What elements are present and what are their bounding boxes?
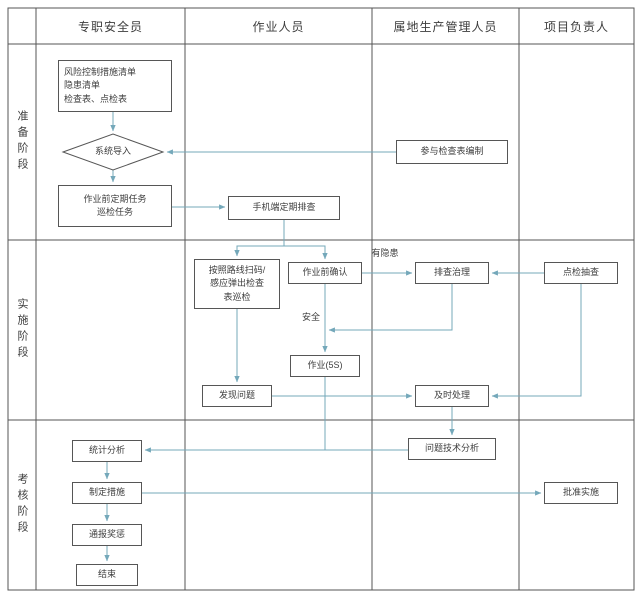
node-pre-task: 作业前定期任务 巡检任务 (58, 185, 172, 227)
phase-label-implementation: 实施阶段 (16, 298, 28, 362)
node-find-problem: 发现问题 (202, 385, 272, 407)
node-spot-check: 点检抽查 (544, 262, 618, 284)
node-system-import: 系统导入 (94, 146, 131, 157)
node-mobile-check: 手机端定期排查 (228, 196, 340, 220)
lane-header-operators: 作业人员 (252, 19, 305, 34)
node-end: 结束 (76, 564, 138, 586)
node-join-checklist: 参与检查表编制 (396, 140, 508, 164)
edge-label-has-hazard: 有隐患 (371, 248, 399, 258)
node-pre-confirm: 作业前确认 (288, 262, 362, 284)
node-approve-implementation: 批准实施 (544, 482, 618, 504)
decision-diamond (61, 133, 165, 171)
node-notify-rewards: 通报奖惩 (72, 524, 142, 546)
phase-label-preparation: 准备阶段 (16, 110, 28, 174)
node-work-5s: 作业(5S) (290, 355, 360, 377)
phase-label-assessment: 考核阶段 (16, 473, 28, 537)
node-route-scan: 按照路线扫码/ 感应弹出检查 表巡检 (194, 259, 280, 309)
node-timely-handle: 及时处理 (415, 385, 489, 407)
node-hazard-treatment: 排查治理 (415, 262, 489, 284)
node-problem-analysis: 问题技术分析 (408, 438, 496, 460)
node-make-measures: 制定措施 (72, 482, 142, 504)
node-stat-analysis: 统计分析 (72, 440, 142, 462)
lane-header-site-production-managers: 属地生产管理人员 (393, 19, 498, 34)
edge-label-safe: 安全 (301, 312, 320, 322)
lane-header-project-leader: 项目负责人 (543, 19, 609, 34)
lane-header-safety-officer: 专职安全员 (77, 19, 143, 34)
flow-edges (104, 112, 582, 562)
node-risk-docs: 风险控制措施清单 隐患清单 检查表、点检表 (58, 60, 172, 112)
